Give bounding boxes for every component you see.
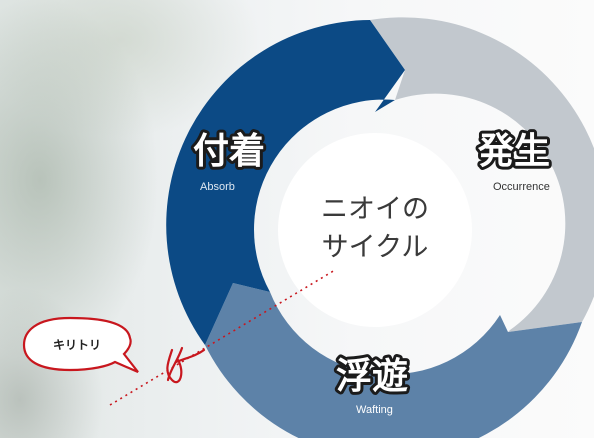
center-circle <box>278 133 472 327</box>
segment-occurrence <box>370 17 594 332</box>
center-title-line1: ニオイの <box>321 194 429 225</box>
label-absorb-jp: 付着 <box>193 131 265 172</box>
cut-here-label: キリトリ <box>53 338 101 352</box>
cut-line <box>109 269 336 406</box>
segment-absorb <box>166 20 405 345</box>
label-wafting-en: Wafting <box>356 404 393 416</box>
label-occurrence-jp: 発生 <box>478 131 550 172</box>
scissors-icon <box>166 346 206 384</box>
segment-wafting <box>205 283 582 438</box>
cut-here-bubble: キリトリ <box>22 316 139 374</box>
center-title-line2: サイクル <box>322 232 429 263</box>
label-occurrence-en: Occurrence <box>493 181 550 193</box>
label-absorb-en: Absorb <box>200 181 235 193</box>
label-wafting-jp: 浮遊 <box>336 356 408 397</box>
